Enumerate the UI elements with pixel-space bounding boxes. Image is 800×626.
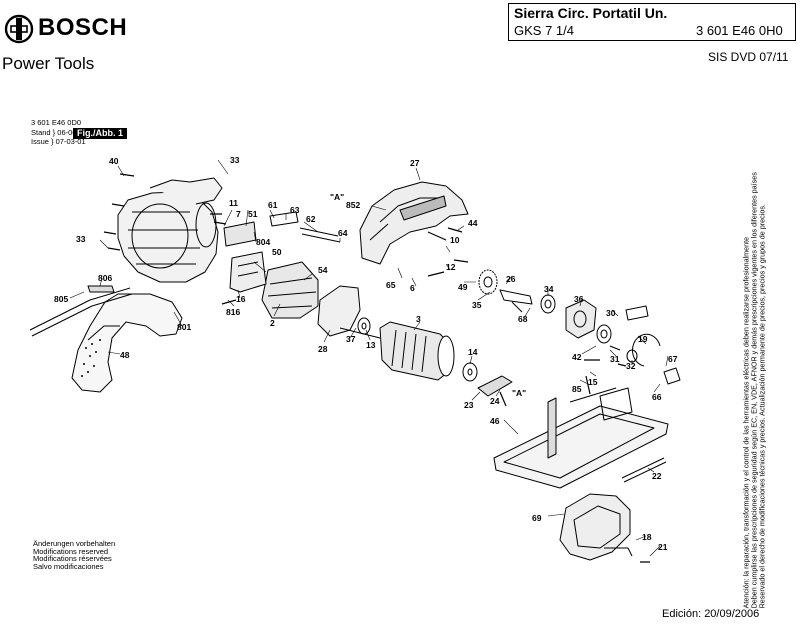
callout-label: 7: [236, 209, 241, 219]
figure-label: Fig./Abb. 1: [73, 128, 127, 139]
callout-label: 54: [318, 265, 328, 275]
callout-label: 19: [638, 334, 648, 344]
dvd-version: SIS DVD 07/11: [708, 50, 789, 64]
callout-label: 85: [572, 384, 582, 394]
edition-date: Edición: 20/09/2006: [662, 608, 760, 620]
notice-line: Änderungen vorbehalten: [33, 539, 116, 548]
callout-label: 14: [468, 347, 478, 357]
notice-line: Salvo modificaciones: [33, 561, 104, 571]
brand-subtitle: Power Tools: [2, 54, 95, 73]
callout-label: "A": [330, 192, 344, 202]
part-code: 3 601 E46 0H0: [696, 23, 783, 38]
callout-label: 44: [468, 218, 478, 228]
stator: [261, 261, 319, 319]
notice-line: Modifications reserved: [33, 546, 109, 556]
title-box: [508, 3, 796, 41]
notice-line: Modifications réservées: [33, 554, 112, 563]
callout-label: 18: [642, 532, 652, 542]
riving-rod: [621, 457, 667, 483]
callout-label: "A": [512, 388, 526, 398]
part-callouts: 40 33 11 7 51 61 63 62 64 804 50 54 16 8…: [54, 155, 678, 552]
callout-label: 804: [256, 237, 270, 247]
callout-label: 48: [120, 350, 130, 360]
callout-label: 42: [572, 352, 582, 362]
callout-label: 23: [464, 400, 474, 410]
upper-blade-guard: [359, 181, 469, 265]
callout-label: 30: [606, 308, 616, 318]
gear: [478, 269, 533, 313]
bearings: [357, 294, 638, 382]
callout-label: 64: [338, 228, 348, 238]
callout-label: 806: [98, 273, 112, 283]
callout-label: 3: [416, 314, 421, 324]
callout-label: 28: [318, 344, 328, 354]
callout-label: 33: [230, 155, 240, 165]
power-cable: [29, 285, 133, 337]
callout-label: 2: [270, 318, 275, 328]
callout-label: 12: [446, 262, 456, 272]
callout-label: 65: [386, 280, 396, 290]
callout-label: 67: [668, 354, 678, 364]
brush-holder: [229, 251, 267, 293]
issue-date: Issue } 07-03-01: [31, 137, 86, 146]
callout-label: 61: [268, 200, 278, 210]
page-title: Sierra Circ. Portatil Un.: [514, 5, 668, 21]
callout-label: 46: [490, 416, 500, 426]
callout-label: 801: [177, 322, 191, 332]
brand-name: BOSCH: [38, 14, 128, 41]
base-plate: [493, 387, 669, 489]
callout-label: 27: [410, 158, 420, 168]
callout-label: 15: [588, 377, 598, 387]
callout-label: 63: [290, 205, 300, 215]
callout-label: 37: [346, 334, 356, 344]
model-number: GKS 7 1/4: [514, 23, 574, 38]
callout-label: 852: [346, 200, 360, 210]
leader-lines: [69, 159, 669, 557]
callout-label: 69: [532, 513, 542, 523]
callout-label: 6: [410, 283, 415, 293]
switch-assembly: [223, 211, 341, 247]
callout-label: 62: [306, 214, 316, 224]
callout-label: 31: [610, 354, 620, 364]
callout-label: 51: [248, 209, 258, 219]
callout-label: 35: [472, 300, 482, 310]
callout-label: 11: [229, 198, 238, 208]
callout-label: 10: [450, 235, 460, 245]
callout-label: 21: [658, 542, 668, 552]
callout-label: 805: [54, 294, 68, 304]
fan-baffle: [317, 285, 361, 337]
callout-label: 32: [626, 361, 636, 371]
callout-label: 49: [458, 282, 468, 292]
callout-label: 26: [506, 274, 516, 284]
callout-label: 34: [544, 284, 554, 294]
callout-label: 22: [652, 471, 662, 481]
armature: [339, 321, 455, 381]
retaining-ring: [632, 333, 681, 385]
modification-notice: Änderungen vorbehalten Modifications res…: [33, 540, 115, 570]
callout-label: 40: [109, 156, 119, 166]
document-number: 3 601 E46 0D0: [31, 118, 82, 127]
callout-label: 50: [272, 247, 282, 257]
handle: [71, 293, 183, 393]
gearbox-flange: [565, 299, 649, 339]
callout-label: 16: [236, 294, 246, 304]
screws: [103, 173, 650, 563]
stand-date: Stand } 06-06: [31, 128, 77, 137]
callout-label: 66: [652, 392, 662, 402]
brand-logo-icon: [4, 14, 34, 44]
callout-label: 68: [518, 314, 528, 324]
callout-label: 33: [76, 234, 86, 244]
lever: [477, 375, 513, 397]
callout-label: 816: [226, 307, 240, 317]
callout-label: 36: [574, 294, 584, 304]
lower-blade-guard: [559, 493, 633, 561]
callout-label: 24: [490, 396, 500, 406]
motor-housing: [117, 177, 223, 283]
callout-label: 13: [366, 340, 376, 350]
